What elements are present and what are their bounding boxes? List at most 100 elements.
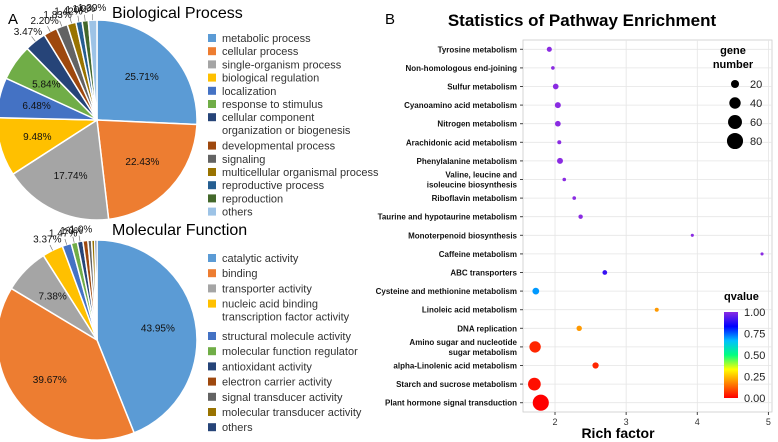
bp-leader-10	[77, 15, 80, 22]
mf-slice-label-0: 43.95%	[141, 323, 175, 334]
pathway-label-5: Arachidonic acid metabolism	[406, 138, 517, 147]
mf-legend-swatch-8	[208, 392, 216, 401]
mf-legend-swatch-2	[208, 284, 216, 293]
mf-legend-label-3-line1: transcription factor activity	[222, 312, 350, 324]
bp-slice-label-0: 25.71%	[125, 72, 159, 83]
bp-legend-label-11: reproduction	[222, 193, 283, 205]
bp-slice-1	[96, 119, 198, 221]
size-legend-title-0: gene	[720, 45, 746, 57]
size-legend-dot-1	[729, 97, 741, 109]
bubble-11	[760, 252, 764, 256]
bp-slice-label-12: 1.39%	[78, 3, 106, 14]
mf-legend-label-0: catalytic activity	[222, 253, 299, 265]
bp-slice-label-8: 1.83%	[43, 10, 71, 21]
bp-legend-label-12: others	[222, 207, 253, 219]
mf-leader-6	[78, 235, 81, 242]
size-legend-label-1: 40	[750, 98, 762, 110]
bp-legend-label-10: reproductive process	[222, 180, 325, 192]
pathway-label-17: alpha-Linolenic acid metabolism	[393, 362, 517, 371]
bp-title: Biological Process	[112, 5, 243, 22]
pathway-label-10: Monoterpenoid biosynthesis	[408, 231, 517, 240]
bp-slice-label-2: 17.74%	[54, 171, 88, 182]
color-legend-bar	[724, 312, 738, 398]
pathway-label-13: Cysteine and methionine metabolism	[376, 287, 517, 296]
bp-legend-swatch-8	[208, 154, 216, 163]
bubble-4	[555, 120, 561, 127]
bp-slice-2	[11, 118, 110, 221]
bp-legend-swatch-5	[208, 100, 216, 108]
bp-legend-swatch-11	[208, 194, 216, 203]
bubble-13	[532, 287, 540, 295]
mf-slice-10	[93, 239, 98, 341]
bubble-19	[532, 394, 549, 411]
bp-legend-label-1: cellular process	[222, 46, 299, 58]
pathway-label-6: Phenylalanine metabolism	[417, 157, 517, 166]
mf-slice-label-2: 7.38%	[38, 292, 66, 303]
mf-pie: 43.95%39.67%7.38%3.37%1.47%1.0%<1.0%	[0, 225, 198, 441]
mf-legend-swatch-1	[208, 269, 216, 278]
color-legend-label-2: 0.50	[744, 350, 765, 362]
bp-legend-swatch-7	[208, 141, 216, 150]
pathway-label-2: Sulfur metabolism	[447, 83, 517, 92]
bp-leader-11	[84, 14, 86, 21]
bubble-17	[592, 362, 599, 369]
bp-legend-swatch-10	[208, 181, 216, 190]
bp-pie: 25.71%22.43%17.74%9.48%6.48%5.84%3.47%2.…	[0, 3, 198, 221]
bp-leader-7	[47, 26, 51, 32]
pathway-label-14: Linoleic acid metabolism	[422, 306, 517, 315]
pathway-label-9: Taurine and hypotaurine metabolism	[378, 213, 517, 222]
size-legend-label-0: 20	[750, 79, 762, 91]
bp-slice-label-10: 1.0%	[65, 5, 88, 16]
pathway-label-1: Non-homologous end-joining	[405, 64, 517, 73]
pathway-label-0: Tyrosine metabolism	[438, 45, 517, 54]
bubble-18	[528, 377, 541, 391]
bp-slice-3	[0, 117, 100, 176]
mf-legend-label-1: binding	[222, 268, 257, 280]
mf-leader-3	[49, 244, 53, 251]
pathway-label-12: ABC transporters	[450, 269, 517, 278]
mf-legend-swatch-0	[208, 254, 216, 262]
bp-legend-label-6-line1: organization or biogenesis	[222, 125, 351, 137]
bubble-5	[557, 140, 562, 145]
bubble-2	[552, 83, 559, 90]
bp-legend-label-5: response to stimulus	[222, 99, 323, 111]
bubble-7	[562, 177, 567, 182]
mf-slice-label-1: 39.67%	[33, 375, 67, 386]
bp-legend-swatch-0	[208, 34, 216, 42]
mf-legend-label-8: signal transducer activity	[222, 392, 343, 404]
bubble-14	[654, 307, 659, 312]
bp-leader-9	[69, 17, 72, 24]
mf-slice-1	[0, 287, 136, 441]
mf-legend-swatch-5	[208, 347, 216, 356]
pathway-label-4: Nitrogen metabolism	[437, 120, 517, 129]
mf-legend-label-5: molecular function regulator	[222, 346, 358, 358]
bp-legend-label-8: signaling	[222, 154, 265, 166]
bubble-1	[551, 66, 555, 70]
bp-legend-label-9: multicellular organismal process	[222, 167, 379, 179]
bp-leader-8	[59, 20, 63, 27]
bp-legend-swatch-1	[208, 47, 216, 56]
bp-legend-swatch-12	[208, 207, 216, 216]
bubble-12	[602, 270, 608, 275]
bp-slice-label-5: 5.84%	[32, 79, 60, 90]
pathway-label-18: Starch and sucrose metabolism	[396, 380, 517, 389]
x-tick-label-2: 4	[695, 417, 700, 427]
mf-legend-swatch-9	[208, 408, 216, 416]
mf-legend-label-2: transporter activity	[222, 283, 312, 295]
bp-slice-label-3: 9.48%	[23, 132, 51, 143]
bp-legend-swatch-2	[208, 60, 216, 69]
bp-slice-label-11: 1.0%	[72, 4, 95, 15]
bp-legend-label-0: metabolic process	[222, 33, 311, 45]
mf-legend-swatch-3	[208, 299, 216, 308]
bp-slice-0	[96, 19, 198, 126]
mf-legend-swatch-4	[208, 332, 216, 340]
pathway-label-15: DNA replication	[457, 324, 517, 333]
bubble-6	[557, 157, 563, 164]
mf-legend-label-9: molecular transducer activity	[222, 407, 362, 419]
color-legend-label-4: 0.00	[744, 393, 765, 405]
chart-title: Statistics of Pathway Enrichment	[448, 11, 717, 30]
